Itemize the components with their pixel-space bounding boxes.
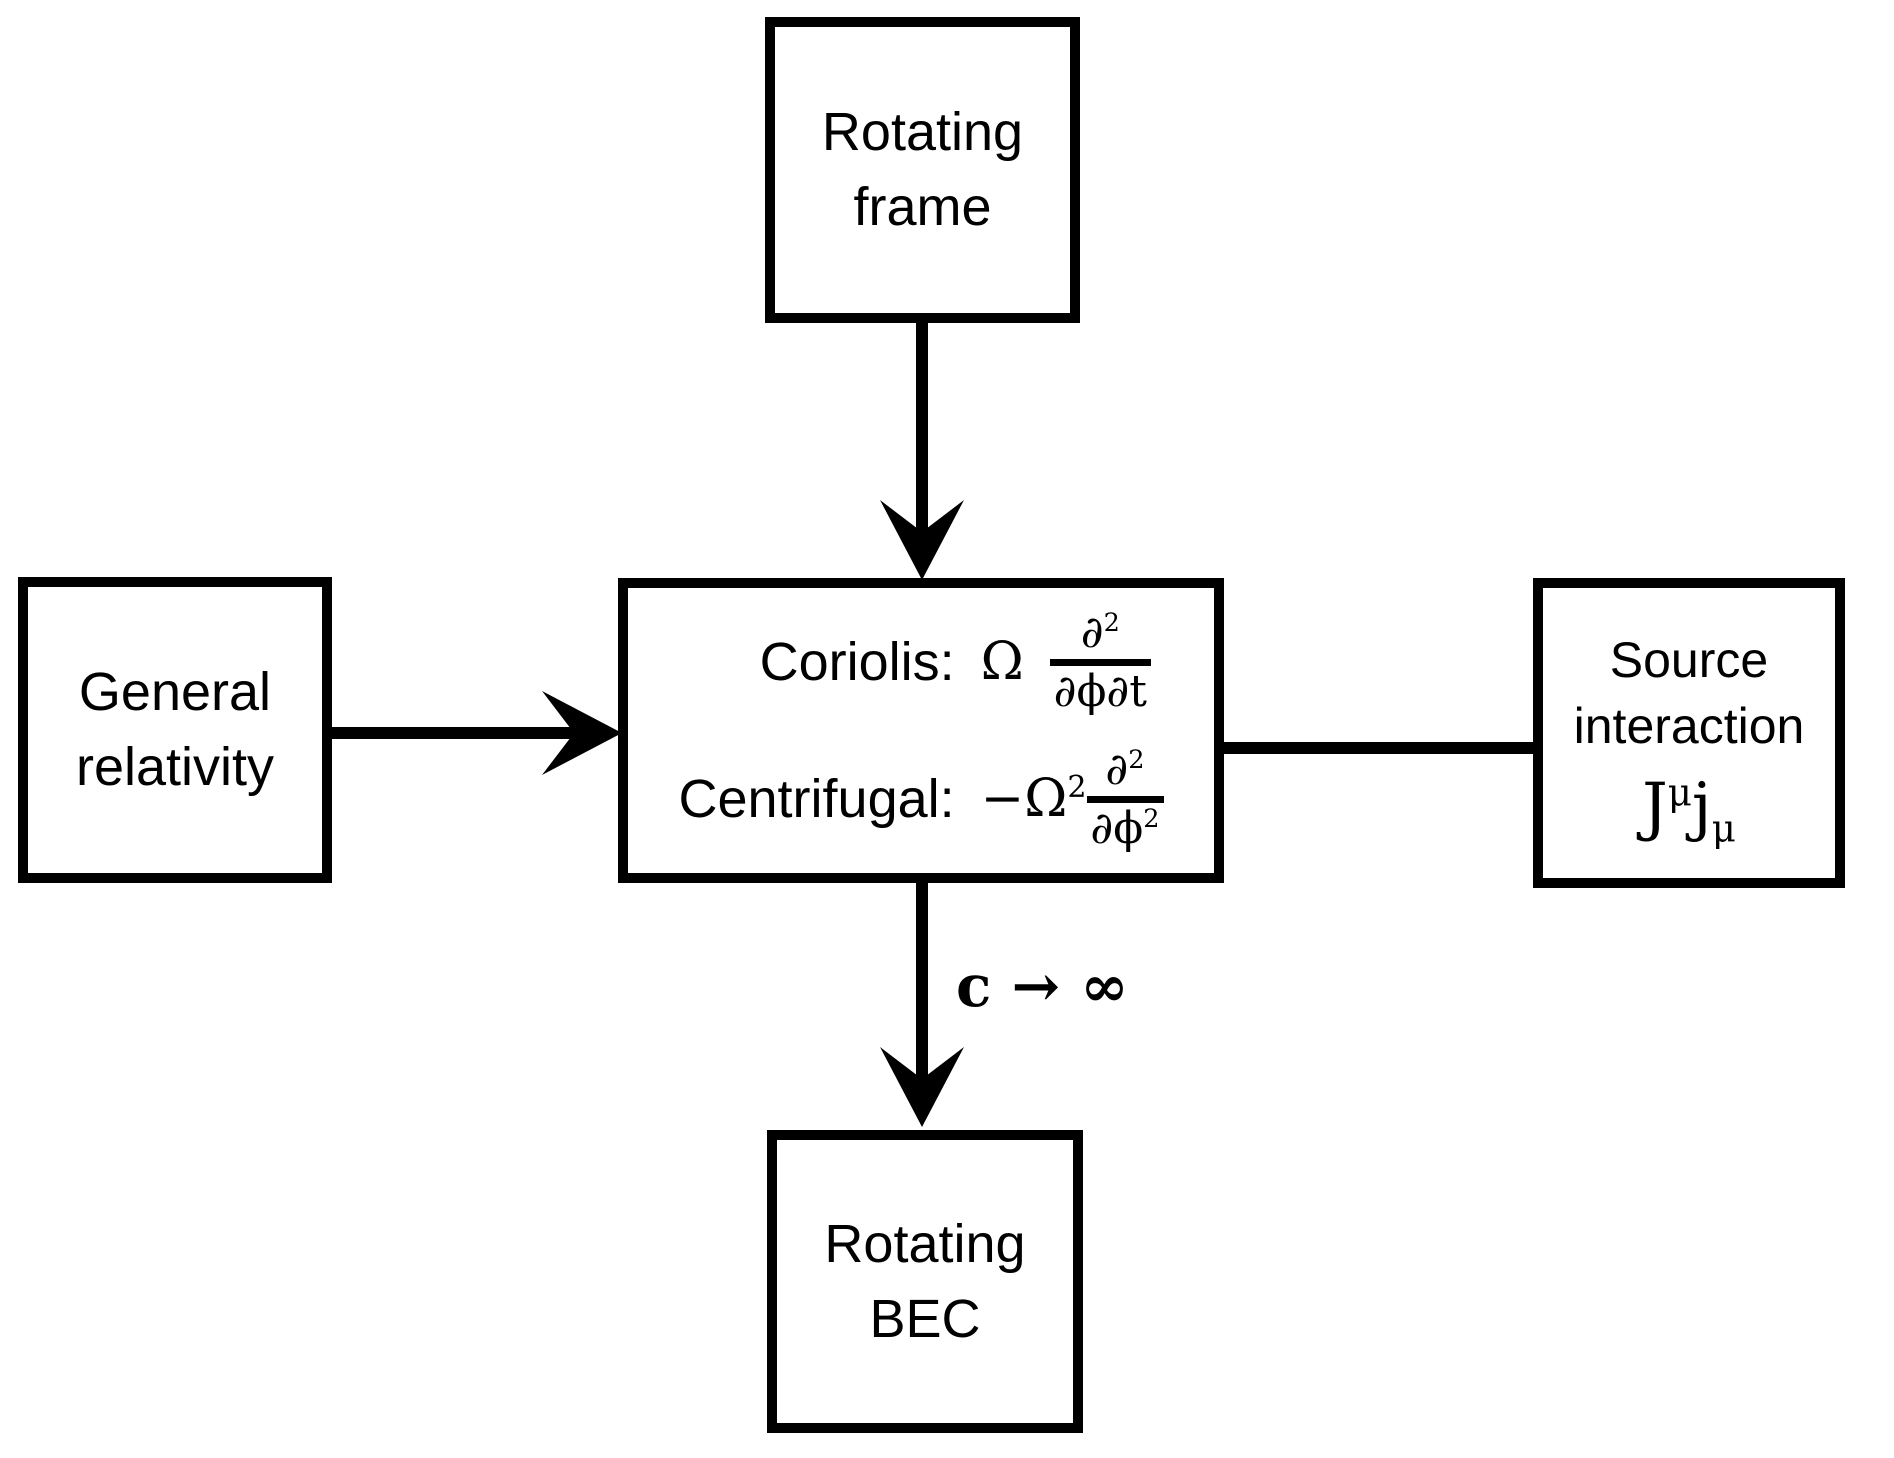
coriolis-label: Coriolis:: [759, 632, 955, 692]
fraction-denominator: ∂ϕ2: [1086, 795, 1164, 851]
general-relativity-label: General relativity: [75, 662, 275, 797]
rotating-frame-label: Rotating frame: [821, 102, 1024, 237]
box-rotating-bec: Rotating BEC: [767, 1130, 1083, 1433]
fraction-numerator: ∂2: [1105, 743, 1145, 795]
arrow-center-to-rotating-bec: [880, 883, 964, 1127]
box-source-interaction: Source interaction Jμjμ: [1533, 578, 1845, 888]
arrow-rotating-frame-to-center: [880, 323, 964, 580]
centrifugal-fraction: ∂2 ∂ϕ2: [1086, 743, 1164, 851]
arrow-down-icon: [880, 1047, 964, 1127]
coriolis-formula: Ω ∂2 ∂ϕ∂t: [980, 606, 1151, 714]
arrow-general-relativity-to-center: [332, 691, 622, 775]
fraction-denominator: ∂ϕ∂t: [1049, 658, 1151, 714]
centrifugal-formula: −Ω2 ∂2 ∂ϕ2: [980, 743, 1164, 851]
fraction-numerator: ∂2: [1080, 606, 1120, 658]
rotating-bec-label: Rotating BEC: [824, 1213, 1026, 1349]
c-to-infinity-label: c → ∞: [956, 952, 1129, 1020]
centrifugal-coefficient: −Ω2: [980, 769, 1087, 829]
operators-grid: Coriolis: Ω ∂2 ∂ϕ∂t Centrifugal: −Ω2 ∂2 …: [678, 606, 1164, 851]
arrow-down-icon: [880, 500, 964, 580]
coriolis-coefficient: Ω: [980, 632, 1024, 692]
source-interaction-formula: Jμjμ: [1642, 770, 1736, 850]
centrifugal-label: Centrifugal:: [678, 769, 955, 829]
box-general-relativity: General relativity: [18, 577, 332, 883]
box-rotating-frame: Rotating frame: [765, 17, 1080, 323]
coriolis-fraction: ∂2 ∂ϕ∂t: [1049, 606, 1151, 714]
box-rotating-frame-operators: Coriolis: Ω ∂2 ∂ϕ∂t Centrifugal: −Ω2 ∂2 …: [618, 578, 1224, 883]
source-interaction-label: Source interaction: [1573, 632, 1805, 754]
arrow-right-icon: [542, 691, 622, 775]
